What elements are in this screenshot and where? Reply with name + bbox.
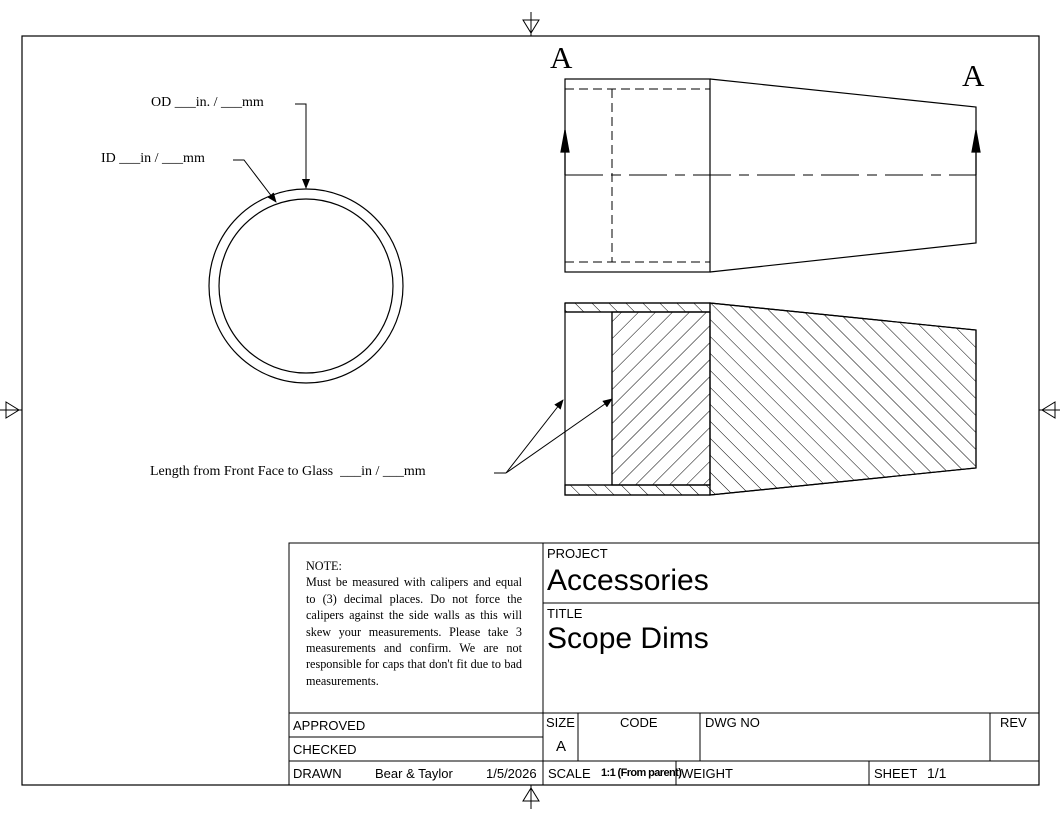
side-view: [564, 78, 977, 273]
title-value: Scope Dims: [547, 622, 709, 655]
section-arrows: [560, 129, 981, 175]
note-heading: NOTE:: [306, 559, 342, 573]
project-label: PROJECT: [547, 546, 608, 561]
id-annotation: ID ___in / ___mm: [101, 151, 205, 166]
note-block: NOTE: Must be measured with calipers and…: [306, 558, 522, 689]
drawn-by: Bear & Taylor: [375, 766, 453, 781]
title-label: TITLE: [547, 606, 583, 621]
title-block-grid: [288, 542, 1040, 786]
note-body: Must be measured with calipers and equal…: [306, 575, 522, 688]
od-annotation: OD ___in. / ___mm: [151, 95, 264, 110]
inner-diameter-circle: [218, 198, 394, 374]
dwg-no-label: DWG NO: [705, 715, 760, 730]
scale-value: 1:1 (From parent): [601, 767, 682, 779]
rev-label: REV: [1000, 715, 1027, 730]
section-label-left: A: [550, 40, 573, 75]
approved-label: APPROVED: [293, 718, 366, 733]
length-annotation: Length from Front Face to Glass ___in / …: [150, 464, 426, 479]
sheet-label: SHEET: [874, 766, 918, 781]
code-label: CODE: [620, 715, 658, 730]
size-value: A: [556, 738, 567, 755]
outer-diameter-circle: [208, 188, 404, 384]
end-view: [208, 188, 404, 384]
section-label-right: A: [962, 58, 985, 93]
section-view: [564, 302, 977, 496]
size-label: SIZE: [546, 715, 575, 730]
od-id-leaders: [233, 103, 310, 203]
length-leader: [494, 398, 613, 474]
scale-label: SCALE: [548, 766, 591, 781]
checked-label: CHECKED: [293, 742, 357, 757]
drawn-label: DRAWN: [293, 766, 342, 781]
centering-marks: [0, 12, 1060, 809]
weight-label: WEIGHT: [681, 766, 733, 781]
drawn-date: 1/5/2026: [486, 766, 537, 781]
sheet-value: 1/1: [927, 765, 947, 781]
project-value: Accessories: [547, 564, 709, 597]
